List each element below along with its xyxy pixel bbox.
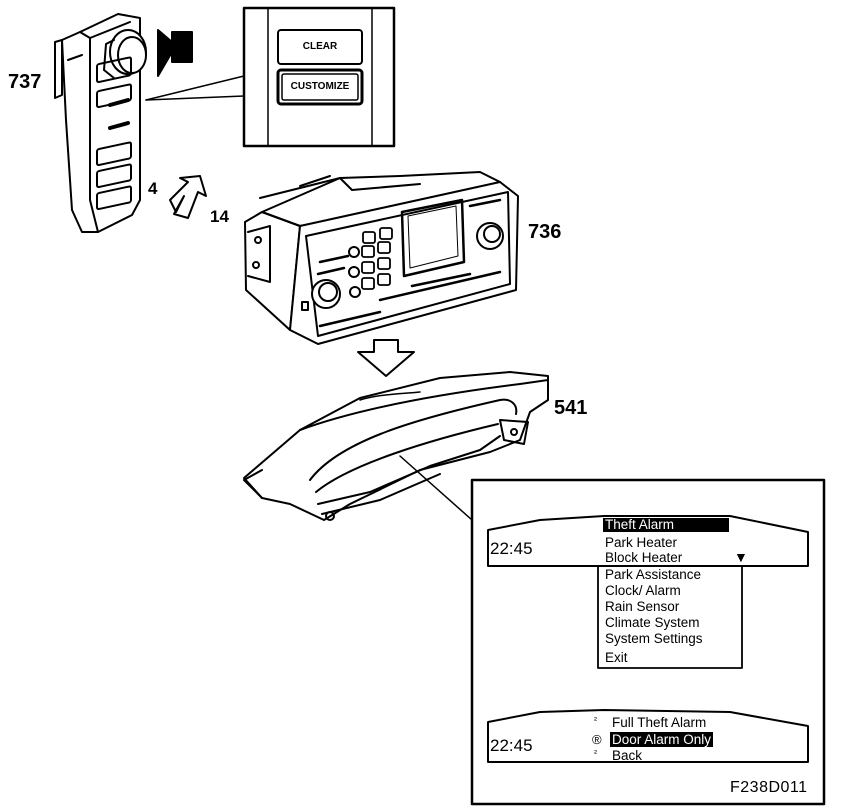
marker-back: ² — [594, 748, 597, 758]
menu-item-park-assistance: Park Assistance — [605, 567, 702, 582]
switch-panel-737 — [54, 13, 147, 233]
option-back: Back — [612, 748, 643, 763]
menu-item-system-settings: System Settings — [605, 631, 703, 646]
button-inset-frame — [242, 6, 396, 148]
marker-door-alarm: ® — [592, 732, 602, 747]
menu-item-clock-alarm: Clock/ Alarm — [605, 583, 681, 598]
marker-full-theft: ² — [594, 715, 597, 725]
figure-code: F238D011 — [730, 779, 808, 796]
display-time-bottom: 22:45 — [490, 736, 533, 755]
callout-4: 4 — [148, 179, 158, 198]
menu-item-exit: Exit — [605, 650, 628, 665]
menu-item-rain-sensor: Rain Sensor — [605, 599, 680, 614]
rotation-arrow-icon — [169, 175, 207, 219]
menu-item-block-heater: Block Heater — [605, 550, 683, 565]
direction-arrow-black — [157, 29, 193, 77]
dash-display-541 — [243, 371, 549, 521]
callout-736: 736 — [528, 221, 562, 243]
more-indicator-icon: ▼ — [734, 549, 748, 565]
menu-item-theft-alarm: Theft Alarm — [603, 518, 729, 532]
down-arrow-icon — [357, 339, 415, 377]
option-full-theft-alarm: Full Theft Alarm — [612, 715, 707, 730]
menu-item-climate-system: Climate System — [605, 615, 700, 630]
callout-737: 737 — [8, 71, 42, 93]
display-time-top: 22:45 — [490, 539, 533, 558]
display-zoom-frame — [470, 478, 826, 806]
clear-button: CLEAR — [302, 41, 338, 52]
customize-button: CUSTOMIZE — [290, 81, 350, 92]
option-door-alarm-only: Door Alarm Only — [610, 732, 714, 747]
callout-541: 541 — [554, 397, 588, 419]
callout-14: 14 — [210, 207, 229, 226]
control-unit-736 — [244, 171, 519, 345]
menu-item-park-heater: Park Heater — [605, 535, 678, 550]
